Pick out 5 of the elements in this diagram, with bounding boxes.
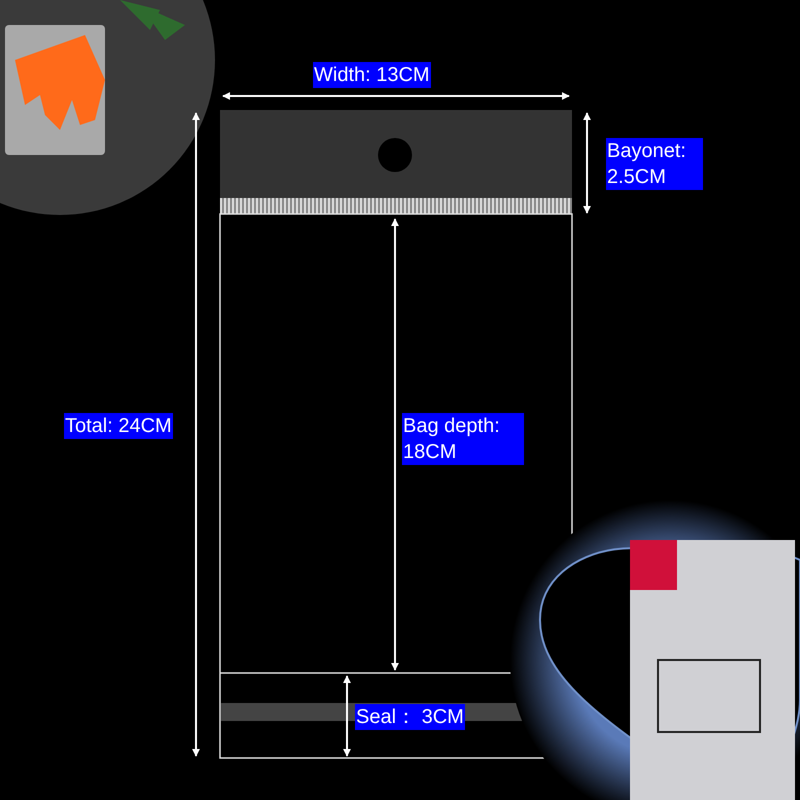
dimension-label: Width: 13CM [313, 62, 431, 88]
dimension-label: Total: 24CM [64, 413, 173, 439]
dimension-label: Bayonet: 2.5CM [606, 138, 703, 190]
dimension-label: Bag depth: 18CM [402, 413, 524, 465]
dimension-label: Seal： 3CM [355, 704, 465, 730]
